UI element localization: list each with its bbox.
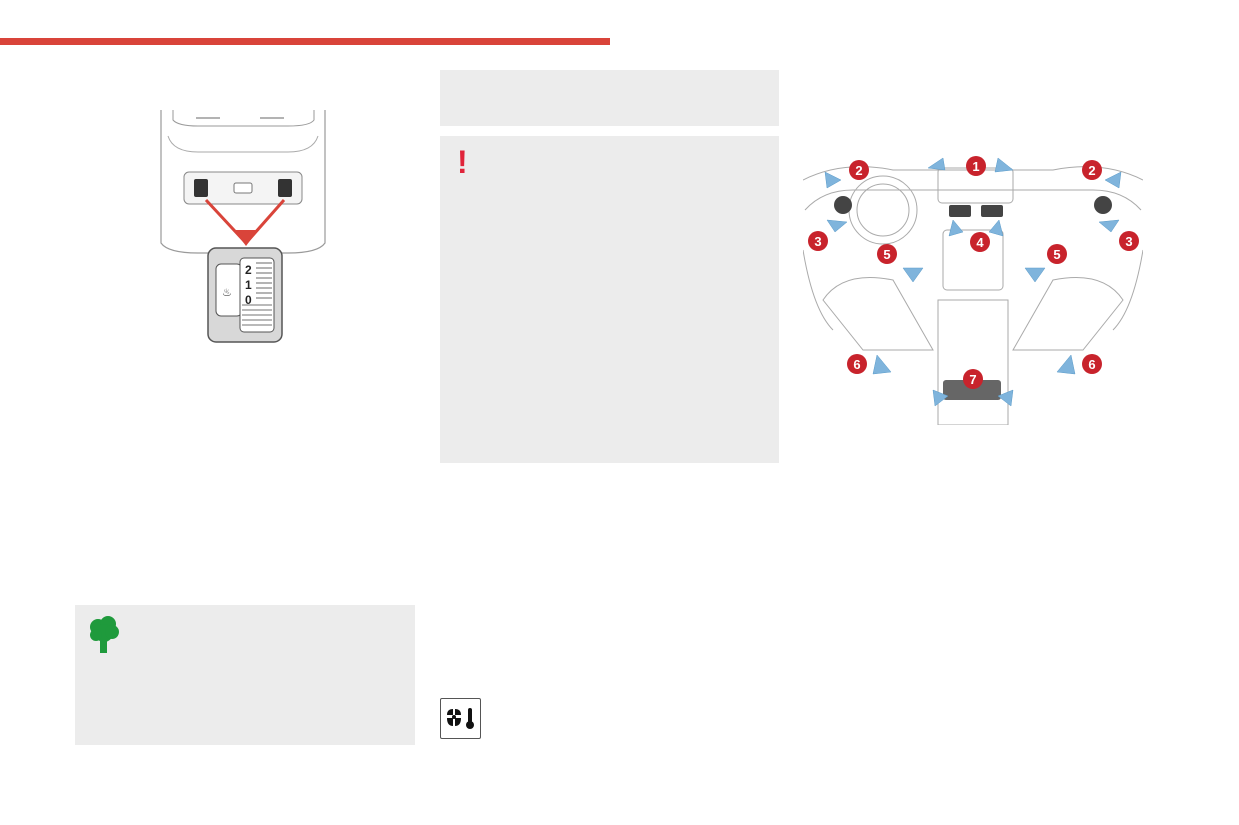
callout-6-right: 6 (1082, 354, 1102, 374)
warning-panel (440, 136, 779, 463)
svg-text:2: 2 (855, 163, 862, 178)
exclamation-icon: ! (457, 144, 468, 180)
svg-text:5: 5 (1053, 247, 1060, 262)
svg-text:♨: ♨ (222, 287, 232, 299)
callout-5-left: 5 (877, 244, 897, 264)
dial-label-0: 0 (245, 293, 252, 307)
info-panel-top (440, 70, 779, 126)
fan-thermometer-icon (440, 698, 481, 739)
header-accent-bar (0, 38, 610, 45)
svg-text:5: 5 (883, 247, 890, 262)
callout-2-left: 2 (849, 160, 869, 180)
callout-5-right: 5 (1047, 244, 1067, 264)
callout-7: 7 (963, 369, 983, 389)
svg-text:6: 6 (1088, 357, 1095, 372)
svg-text:3: 3 (1125, 234, 1132, 249)
seat-heater-illustration: ♨ 2 1 0 (158, 108, 330, 348)
callout-4: 4 (970, 232, 990, 252)
callout-2-right: 2 (1082, 160, 1102, 180)
tree-icon (88, 615, 120, 655)
svg-text:6: 6 (853, 357, 860, 372)
svg-text:1: 1 (972, 159, 979, 174)
eco-panel (75, 605, 415, 745)
callout-1: 1 (966, 156, 986, 176)
svg-text:3: 3 (814, 234, 821, 249)
svg-text:4: 4 (976, 235, 984, 250)
svg-text:7: 7 (969, 372, 976, 387)
vent-callouts: 1 2 2 3 3 4 5 5 6 6 7 (808, 156, 1139, 389)
dial-label-2: 2 (245, 263, 252, 277)
callout-3-right: 3 (1119, 231, 1139, 251)
callout-6-left: 6 (847, 354, 867, 374)
air-vent-diagram (802, 150, 1144, 426)
callout-3-left: 3 (808, 231, 828, 251)
dial-label-1: 1 (245, 278, 252, 292)
svg-text:2: 2 (1088, 163, 1095, 178)
